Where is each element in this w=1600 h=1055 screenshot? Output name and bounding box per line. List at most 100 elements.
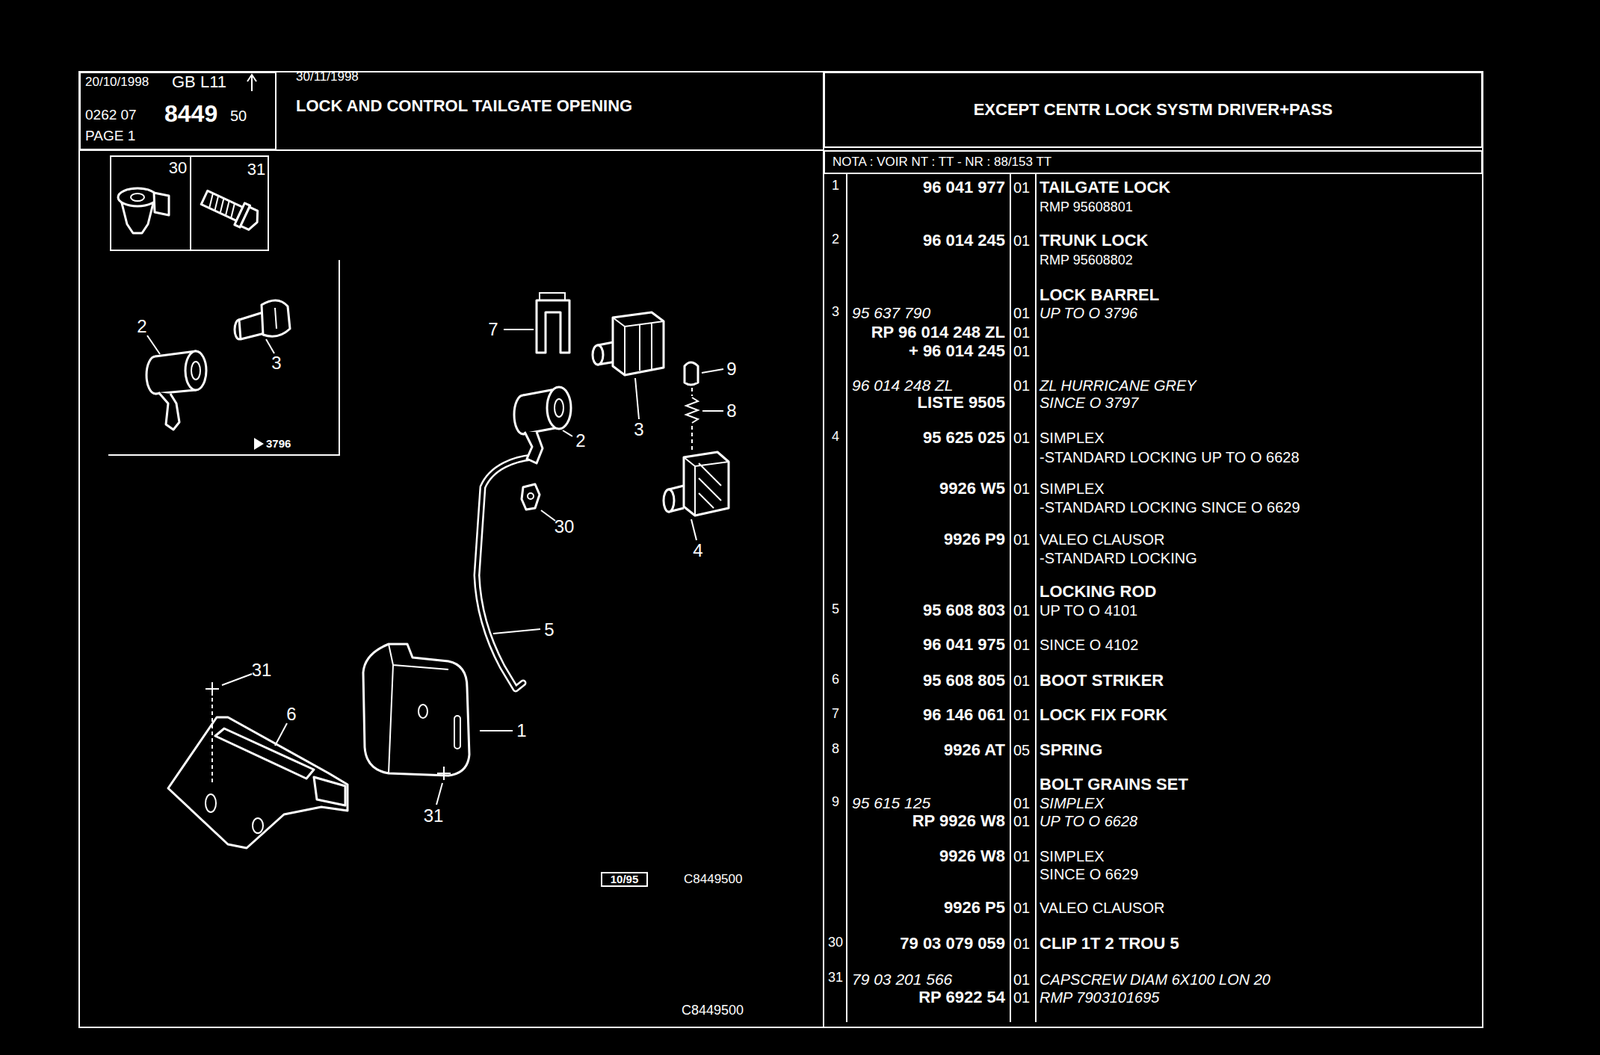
leader-line (635, 378, 639, 420)
table-cell: SPRING (1039, 740, 1103, 760)
nota-row-text: NOTA : VOIR NT : TT - NR : 88/153 TT (832, 154, 1052, 170)
striker-block (313, 777, 346, 806)
table-cell: RMP 7903101695 (1039, 989, 1160, 1007)
table-cell: 01 (1013, 179, 1030, 197)
table-cell: ZL HURRICANE GREY (1039, 377, 1197, 395)
table-cell: 1 (831, 177, 840, 194)
table-cell: 01 (1013, 989, 1030, 1007)
table-cell: TAILGATE LOCK (1039, 177, 1171, 197)
table-cell: 96 014 248 ZL (851, 376, 953, 395)
table-rule (1035, 174, 1037, 1023)
clip-icon (118, 188, 157, 207)
table-cell: 31 (828, 970, 843, 986)
barrel-drawing (239, 312, 265, 340)
table-cell: CAPSCREW DIAM 6X100 LON 20 (1039, 971, 1271, 989)
bolt-grain (684, 362, 698, 385)
table-cell: 96 041 977 (922, 177, 1006, 197)
table-cell: 79 03 079 059 (899, 934, 1006, 953)
table-rule (1009, 174, 1012, 1023)
table-cell: 01 (1013, 672, 1030, 690)
screw-icon (199, 186, 263, 234)
lock-body (454, 715, 461, 749)
table-cell: 01 (1013, 795, 1030, 813)
table-cell: BOOT STRIKER (1039, 671, 1164, 690)
leader-line (493, 629, 541, 634)
callout-number: 1 (516, 720, 527, 742)
revision-date: 30/11/1998 (295, 69, 359, 85)
header-info-text: 50 (230, 107, 247, 125)
axis-line (691, 425, 693, 453)
table-cell: -STANDARD LOCKING (1039, 550, 1198, 568)
table-rule (845, 174, 848, 1023)
table-cell: 01 (1013, 531, 1030, 549)
fixing-cross (205, 682, 219, 696)
header-info-text: PAGE 1 (85, 127, 136, 145)
nota-row: NOTA : VOIR NT : TT - NR : 88/153 TT (823, 150, 1483, 175)
callout-number: 31 (251, 659, 273, 681)
drawing-code: C8449500 (681, 1002, 744, 1019)
leader-line (266, 339, 275, 354)
header-info-text: GB L11 (171, 72, 227, 92)
barrel-housing (612, 317, 664, 376)
table-cell: LOCK FIX FORK (1039, 705, 1168, 725)
header-info-text: 0262 07 (85, 106, 137, 124)
sheet-title: LOCK AND CONTROL TAILGATE OPENING (295, 96, 633, 116)
callout-number: 6 (286, 703, 296, 725)
callout-number: 31 (423, 805, 444, 827)
barrel-head (261, 300, 290, 337)
date-stamp-box: 10/95 (600, 872, 648, 888)
table-cell: VALEO CLAUSOR (1039, 899, 1165, 917)
variant-inset: 233796 (108, 260, 341, 456)
table-cell: 01 (1013, 971, 1030, 989)
table-cell: SIMPLEX (1039, 480, 1105, 498)
inset-divider (189, 155, 192, 252)
table-cell: 01 (1013, 343, 1030, 361)
striker-hole (205, 794, 216, 813)
table-cell: 9926 P5 (943, 898, 1006, 917)
table-cell: 01 (1013, 899, 1030, 917)
lock-housing (683, 457, 729, 516)
striker-hole (252, 818, 264, 834)
barrel-slot (275, 307, 277, 329)
table-cell: RMP 95608801 (1039, 199, 1133, 216)
table-cell: + 96 014 245 (908, 341, 1006, 361)
barrel-drawing (554, 399, 564, 418)
table-cell: LISTE 9505 (917, 393, 1006, 412)
table-cell: UP TO O 4101 (1039, 602, 1138, 620)
table-cell: VALEO CLAUSOR (1039, 531, 1165, 549)
table-cell: 95 608 805 (922, 671, 1006, 690)
callout-number: 30 (554, 516, 575, 538)
callout-number: 9 (726, 358, 737, 380)
table-cell: 01 (1013, 602, 1030, 620)
barrel-lever (524, 431, 543, 464)
fixings-inset: 3031 (109, 155, 270, 252)
pointer-triangle (254, 437, 264, 450)
table-cell: 96 041 975 (922, 635, 1006, 654)
table-cell: 3 (831, 304, 840, 320)
table-cell: 01 (1013, 480, 1030, 498)
leader-line (221, 674, 252, 686)
table-cell: SINCE O 4102 (1039, 636, 1139, 654)
clip-drawing (527, 493, 534, 500)
table-cell: 01 (1013, 429, 1030, 447)
table-cell: -STANDARD LOCKING UP TO O 6628 (1039, 449, 1300, 467)
header-arrow (247, 74, 257, 92)
table-cell: LOCK BARREL (1039, 285, 1160, 305)
table-cell: 01 (1013, 813, 1030, 831)
table-cell: RP 96 014 248 ZL (871, 322, 1006, 342)
leader-line (436, 783, 443, 805)
table-cell: 2 (831, 231, 840, 248)
leader-line (702, 410, 724, 412)
applicability-header: EXCEPT CENTR LOCK SYSTM DRIVER+PASS (823, 71, 1483, 148)
table-cell: RMP 95608802 (1039, 252, 1133, 269)
table-cell: 30 (828, 934, 843, 951)
callout-number: 5 (544, 619, 554, 641)
table-cell: 01 (1013, 636, 1030, 654)
clip-icon (130, 193, 145, 202)
table-cell: 01 (1013, 377, 1030, 395)
applicability-header-text: EXCEPT CENTR LOCK SYSTM DRIVER+PASS (973, 100, 1334, 119)
table-cell: CLIP 1T 2 TROU 5 (1039, 934, 1180, 953)
header-info-text: 20/10/1998 (85, 74, 149, 90)
striker-pin (215, 728, 314, 779)
